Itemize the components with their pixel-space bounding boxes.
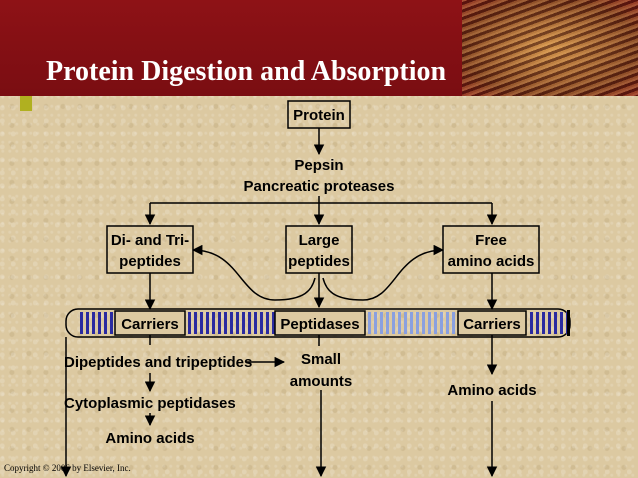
membrane-stripe [392, 312, 395, 334]
membrane-stripe [416, 312, 419, 334]
membrane-stripe [374, 312, 377, 334]
membrane-stripe [380, 312, 383, 334]
membrane-stripe [554, 312, 557, 334]
title-banner [0, 0, 638, 96]
membrane-stripe [242, 312, 245, 334]
membrane-stripe [248, 312, 251, 334]
peptidases-box [274, 310, 366, 336]
membrane-stripe [218, 312, 221, 334]
peptidases-label: Peptidases [280, 316, 359, 333]
accent-bar [20, 96, 32, 111]
amino-acids-left: Amino acids [105, 430, 194, 447]
membrane-stripe [368, 312, 371, 334]
copyright-notice: Copyright © 2006 by Elsevier, Inc. [4, 463, 131, 473]
membrane-stripe [560, 312, 563, 334]
small-label-2: amounts [290, 373, 353, 390]
membrane-stripe [206, 312, 209, 334]
membrane-stripe [452, 312, 455, 334]
membrane-stripe [410, 312, 413, 334]
membrane-stripe [236, 312, 239, 334]
membrane-stripe [200, 312, 203, 334]
membrane-stripe [404, 312, 407, 334]
enzyme-pancreatic-proteases: Pancreatic proteases [244, 178, 395, 195]
membrane-stripe [194, 312, 197, 334]
membrane-stripe [80, 312, 83, 334]
curve-to-di-tri [191, 244, 316, 301]
carriers-left-box [114, 310, 186, 336]
amino-acids-right: Amino acids [447, 382, 536, 399]
protein-label: Protein [293, 107, 345, 124]
dipeptides-label: Dipeptides and tripeptides [64, 354, 252, 371]
large-label-1: Large [299, 232, 340, 249]
free-label-2: amino acids [448, 253, 535, 270]
cytoplasmic-label: Cytoplasmic peptidases [64, 395, 236, 412]
di-tri-label-2: peptides [119, 253, 181, 270]
slide-title: Protein Digestion and Absorption [46, 56, 447, 87]
membrane-stripe [212, 312, 215, 334]
membrane-stripe [110, 312, 113, 334]
membrane-stripe [230, 312, 233, 334]
membrane-stripe [398, 312, 401, 334]
banner-artwork [462, 0, 638, 96]
membrane-stripe [434, 312, 437, 334]
membrane-stripe [92, 312, 95, 334]
di-tri-label-1: Di- and Tri- [111, 232, 189, 249]
membrane-stripe [272, 312, 275, 334]
membrane-stripe [104, 312, 107, 334]
membrane-stripe [98, 312, 101, 334]
membrane-stripe [422, 312, 425, 334]
membrane-stripe [86, 312, 89, 334]
curve-to-free [322, 244, 445, 301]
membrane-stripe [254, 312, 257, 334]
membrane-stripe [440, 312, 443, 334]
membrane-stripe [260, 312, 263, 334]
membrane-stripe [224, 312, 227, 334]
membrane-stripe [536, 312, 539, 334]
membrane-stripe [542, 312, 545, 334]
enzyme-pepsin: Pepsin [294, 157, 343, 174]
membrane-stripe [266, 312, 269, 334]
membrane-stripe [530, 312, 533, 334]
intestinal-membrane [65, 308, 571, 338]
carriers-right-box [457, 310, 527, 336]
membrane-stripe [188, 312, 191, 334]
membrane-stripe [386, 312, 389, 334]
carriers-right-label: Carriers [463, 316, 521, 333]
membrane-stripes [80, 310, 570, 336]
free-label-1: Free [475, 232, 507, 249]
carriers-left-label: Carriers [121, 316, 179, 333]
membrane-stripe [548, 312, 551, 334]
membrane-edge [567, 310, 570, 336]
small-label-1: Small [301, 351, 341, 368]
large-label-2: peptides [288, 253, 350, 270]
membrane-stripe [446, 312, 449, 334]
membrane-stripe [428, 312, 431, 334]
